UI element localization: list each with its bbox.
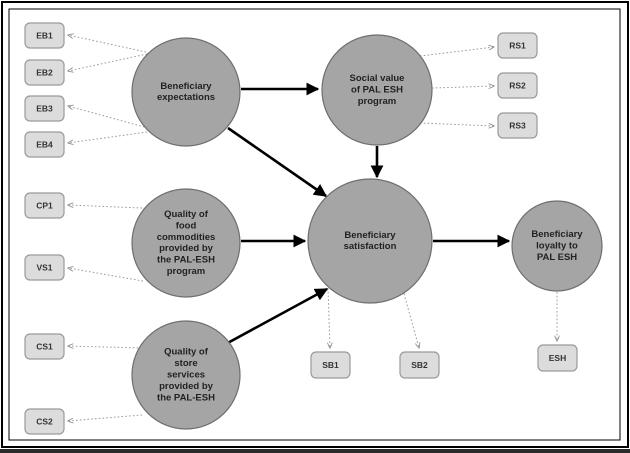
structural-paths-layer [223,82,511,347]
indicator-label-cp1: CP1 [36,200,53,210]
indicator-label-esh: ESH [549,353,566,363]
measurement-path-beneficiary-satisfaction-to-SB1 [328,287,330,348]
measurement-path-quality-of-food-commodities-to-CP1 [68,205,143,209]
measurement-path-beneficiary-expectations-to-EB3 [68,106,149,129]
construct-label-line: Beneficiary [344,230,396,241]
indicator-label-cs2: CS2 [36,416,53,426]
measurement-path-quality-of-food-commodities-to-VS1 [68,268,144,282]
construct-label-line: Social value [350,73,405,84]
construct-label-line: services [167,370,205,381]
construct-label-line: program [167,266,206,277]
indicator-label-cs1: CS1 [36,341,53,351]
construct-label-line: PAL ESH [537,252,577,263]
construct-label-line: the PAL-ESH [157,392,215,403]
indicator-box-cs1[interactable]: CS1 [24,333,65,360]
indicator-box-eb3[interactable]: EB3 [24,95,65,122]
indicator-label-eb1: EB1 [36,30,53,40]
indicator-box-sb2[interactable]: SB2 [399,351,440,379]
construct-label-line: store [174,358,197,369]
indicator-box-eb1[interactable]: EB1 [24,22,65,49]
construct-label-line: Quality of [164,347,209,358]
indicator-box-cs2[interactable]: CS2 [24,408,65,435]
construct-label-line: the PAL-ESH [157,255,215,266]
construct-label-line: program [358,96,397,107]
indicator-label-rs3: RS3 [509,120,526,130]
indicator-box-rs2[interactable]: RS2 [497,72,538,99]
structural-path-quality-of-store-services-to-beneficiary-satisfaction [223,287,329,347]
construct-label-line: Quality of [164,209,209,220]
construct-label-line: loyalty to [536,241,578,252]
indicator-label-rs2: RS2 [509,80,526,90]
construct-label-line: provided by [159,243,214,254]
construct-label-line: commodities [157,232,216,243]
structural-path-beneficiary-expectations-to-beneficiary-satisfaction [227,126,328,198]
construct-label-line: expectations [157,92,215,103]
construct-label-line: Beneficiary [160,81,212,92]
indicator-box-rs1[interactable]: RS1 [497,32,538,59]
indicator-box-eb4[interactable]: EB4 [24,131,65,158]
footer-rule [0,449,630,453]
construct-label-line: provided by [159,381,214,392]
indicator-label-rs1: RS1 [509,40,526,50]
indicator-box-esh[interactable]: ESH [537,344,578,372]
construct-label-line: Beneficiary [531,229,583,240]
indicator-label-sb1: SB1 [322,360,339,370]
indicator-box-cp1[interactable]: CP1 [24,192,65,219]
indicator-box-eb2[interactable]: EB2 [24,59,65,86]
indicator-label-eb2: EB2 [36,67,53,77]
construct-label-line: of PAL ESH [351,85,403,96]
measurement-path-social-value-to-RS1 [419,47,494,57]
measurement-paths-layer [68,35,557,421]
measurement-path-quality-of-store-services-to-CS2 [68,414,143,421]
measurement-path-social-value-to-RS3 [419,122,494,126]
indicator-label-sb2: SB2 [411,360,428,370]
indicator-box-vs1[interactable]: VS1 [24,254,65,281]
indicator-box-rs3[interactable]: RS3 [497,112,538,139]
measurement-path-beneficiary-satisfaction-to-SB2 [402,289,419,348]
indicator-box-sb1[interactable]: SB1 [310,351,351,379]
construct-label-line: satisfaction [344,241,397,252]
construct-label-line: food [176,220,197,231]
measurement-path-quality-of-store-services-to-CS1 [68,346,143,348]
indicator-label-eb3: EB3 [36,103,53,113]
measurement-path-social-value-to-RS2 [431,86,494,88]
indicator-label-vs1: VS1 [36,262,52,272]
indicator-label-eb4: EB4 [36,139,53,149]
